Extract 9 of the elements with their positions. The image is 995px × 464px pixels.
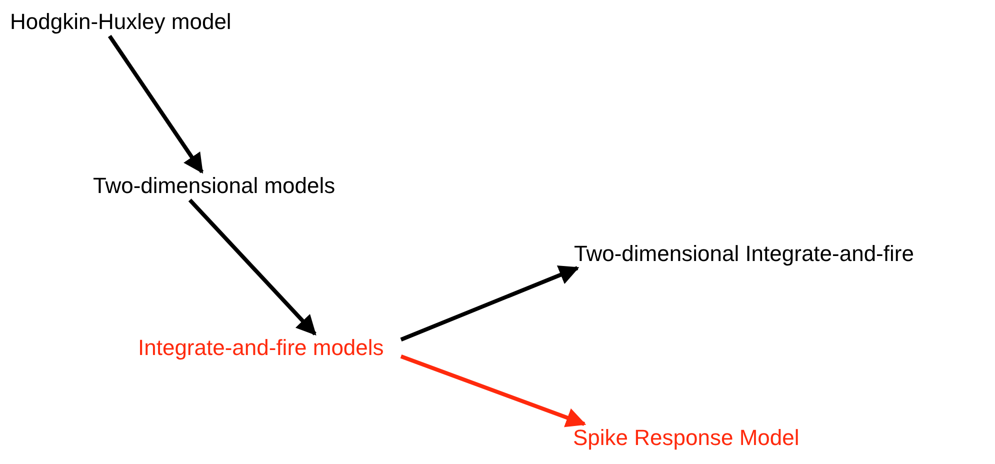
node-label: Spike Response Model — [573, 424, 800, 452]
node-label: Two-dimensional Integrate-and-fire — [574, 240, 914, 268]
node-label: Hodgkin-Huxley model — [10, 8, 232, 36]
arrow — [108, 34, 204, 174]
node-label: Two-dimensional models — [93, 172, 336, 200]
arrow — [188, 198, 316, 336]
arrow — [400, 354, 586, 428]
node-label: Integrate-and-fire models — [138, 334, 384, 362]
arrow — [400, 266, 580, 342]
